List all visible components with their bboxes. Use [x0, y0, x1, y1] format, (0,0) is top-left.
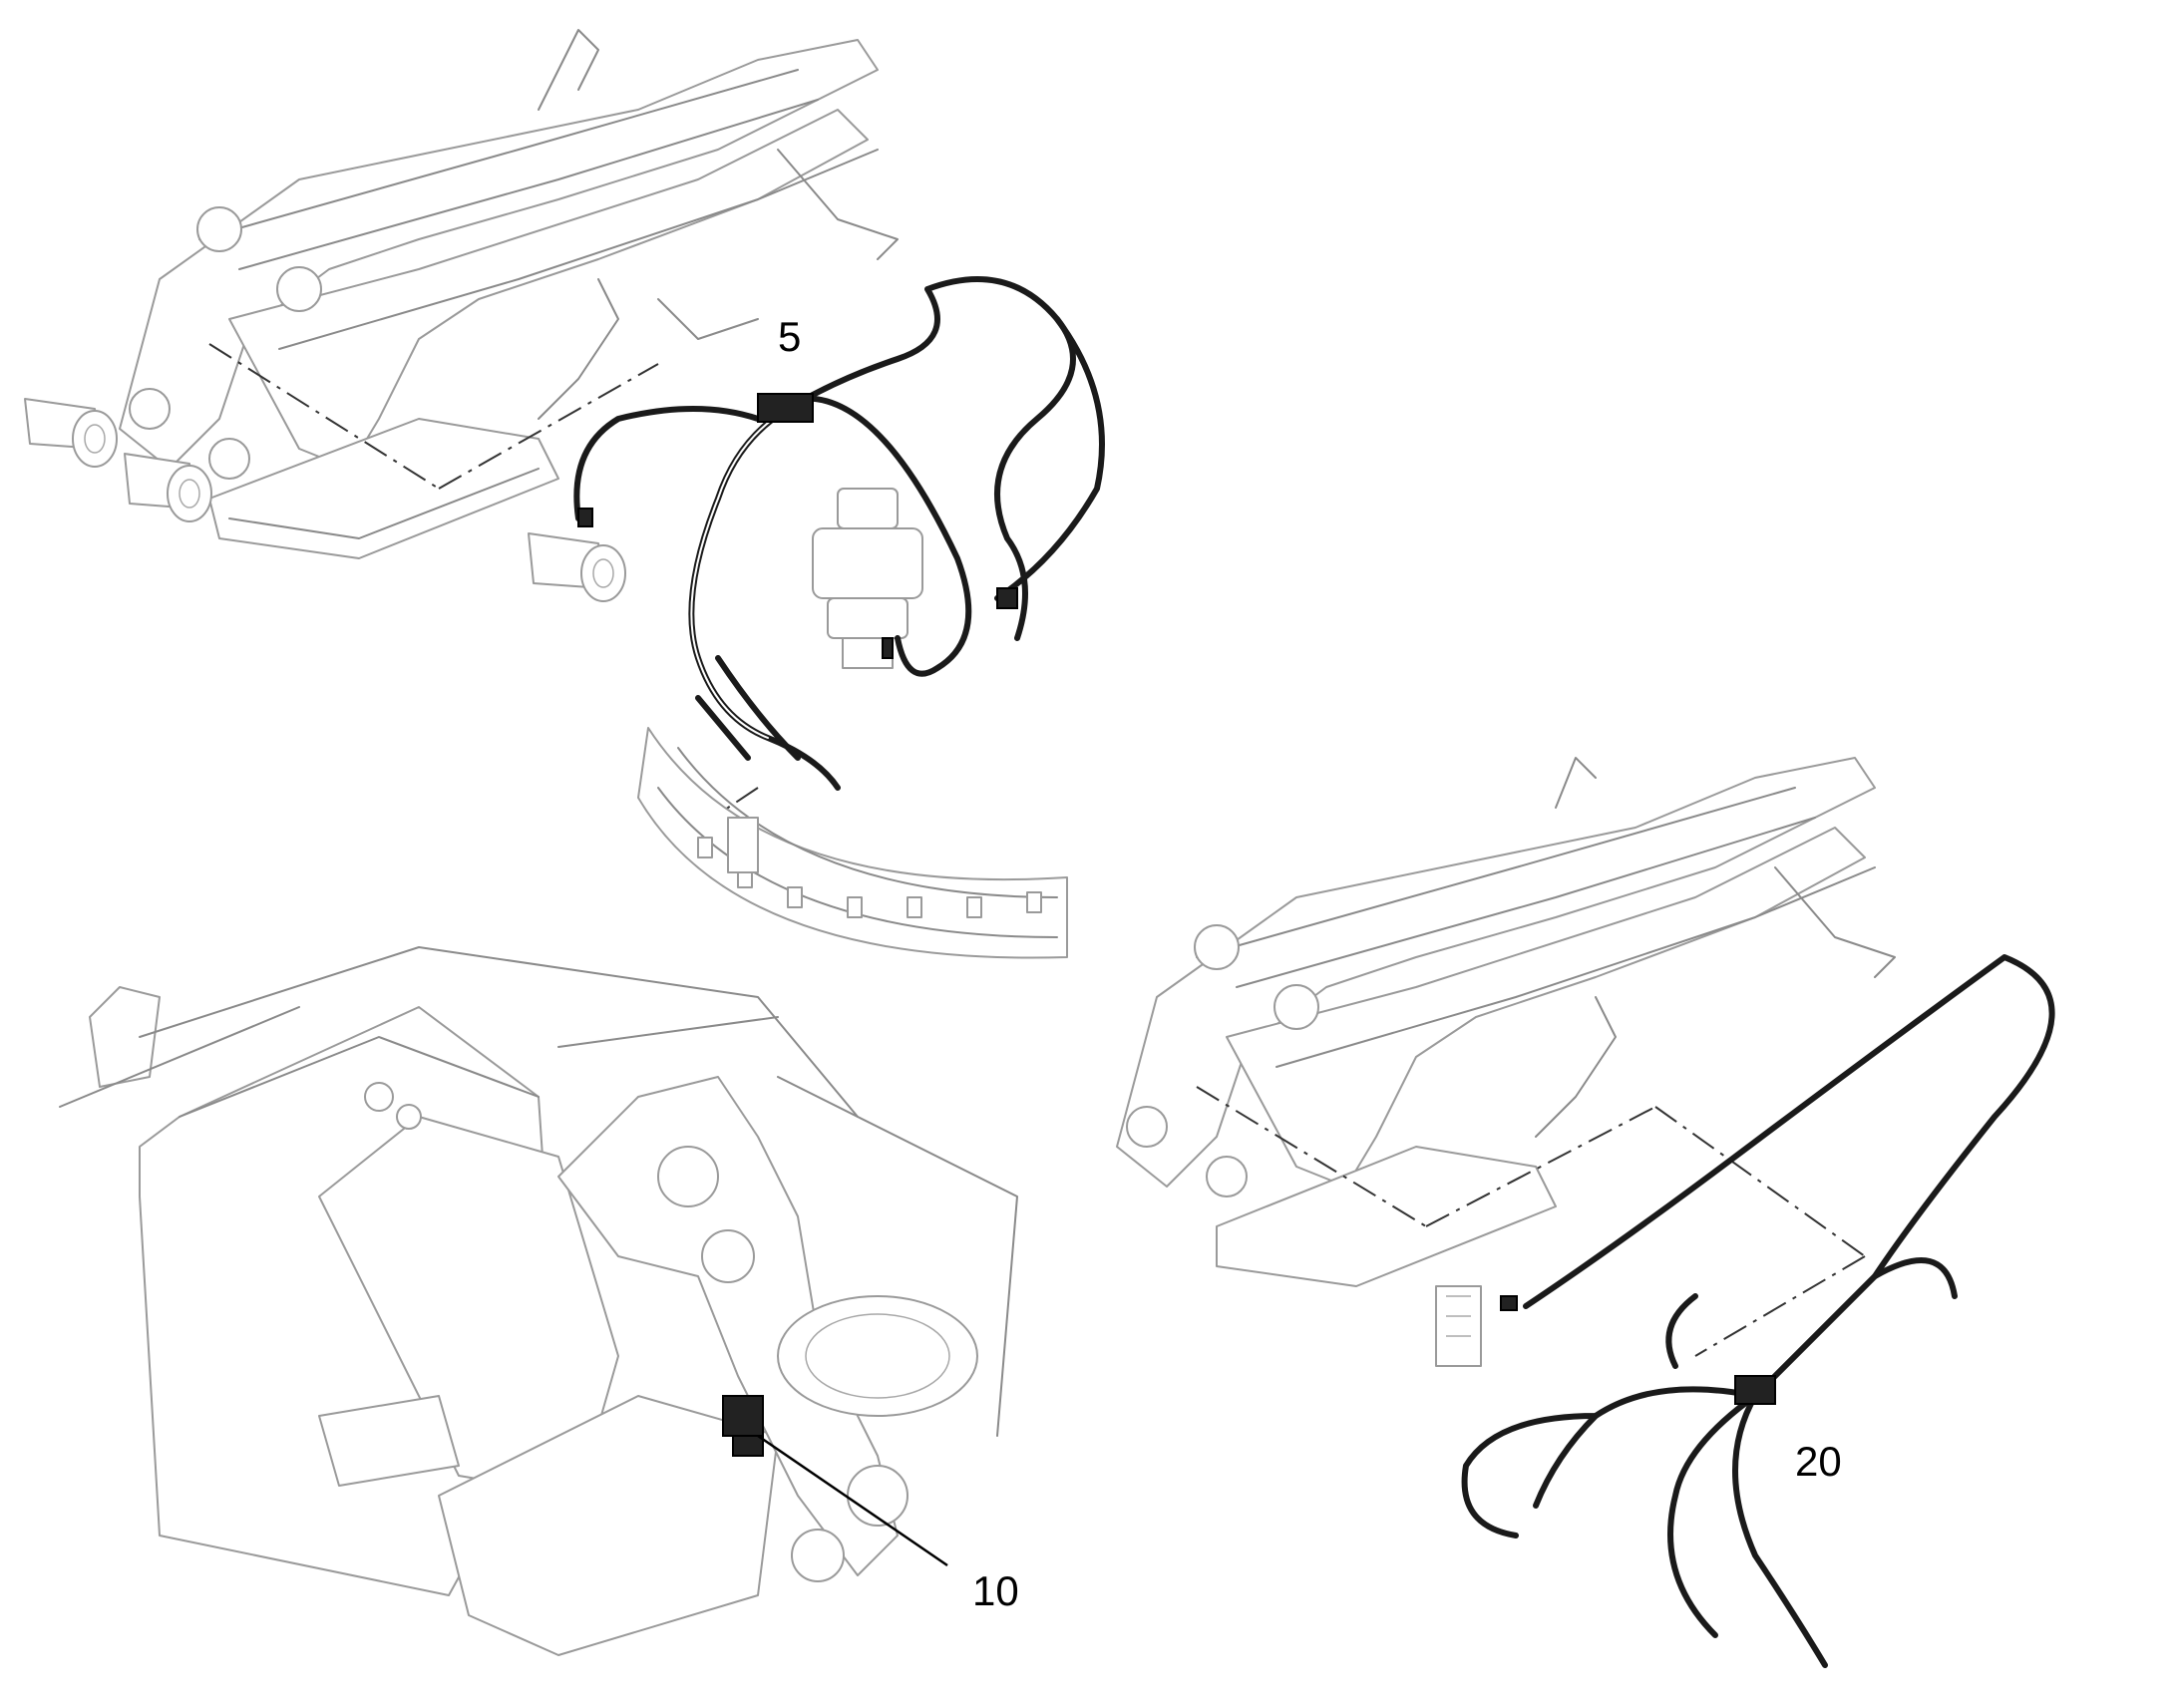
upper-chassis-frame [24, 29, 899, 602]
connector-bracket [722, 1395, 764, 1457]
travel-motor [812, 488, 923, 669]
lower-machine-body [59, 946, 1018, 1656]
callout-10: 10 [757, 1434, 1019, 1614]
callout-5: 5 [778, 313, 801, 360]
callout-label-5: 5 [778, 313, 801, 360]
slewing-ring [637, 727, 1068, 959]
wiring-harness-upper [573, 276, 1105, 791]
callout-label-10: 10 [972, 1567, 1019, 1614]
callout-20: 20 [1795, 1438, 1842, 1485]
lower-assembly-dashlines [1196, 1086, 1866, 1357]
wiring-harness-lower [1461, 954, 2055, 1668]
callout-label-20: 20 [1795, 1438, 1842, 1485]
lower-chassis-frame [1116, 757, 1896, 1367]
